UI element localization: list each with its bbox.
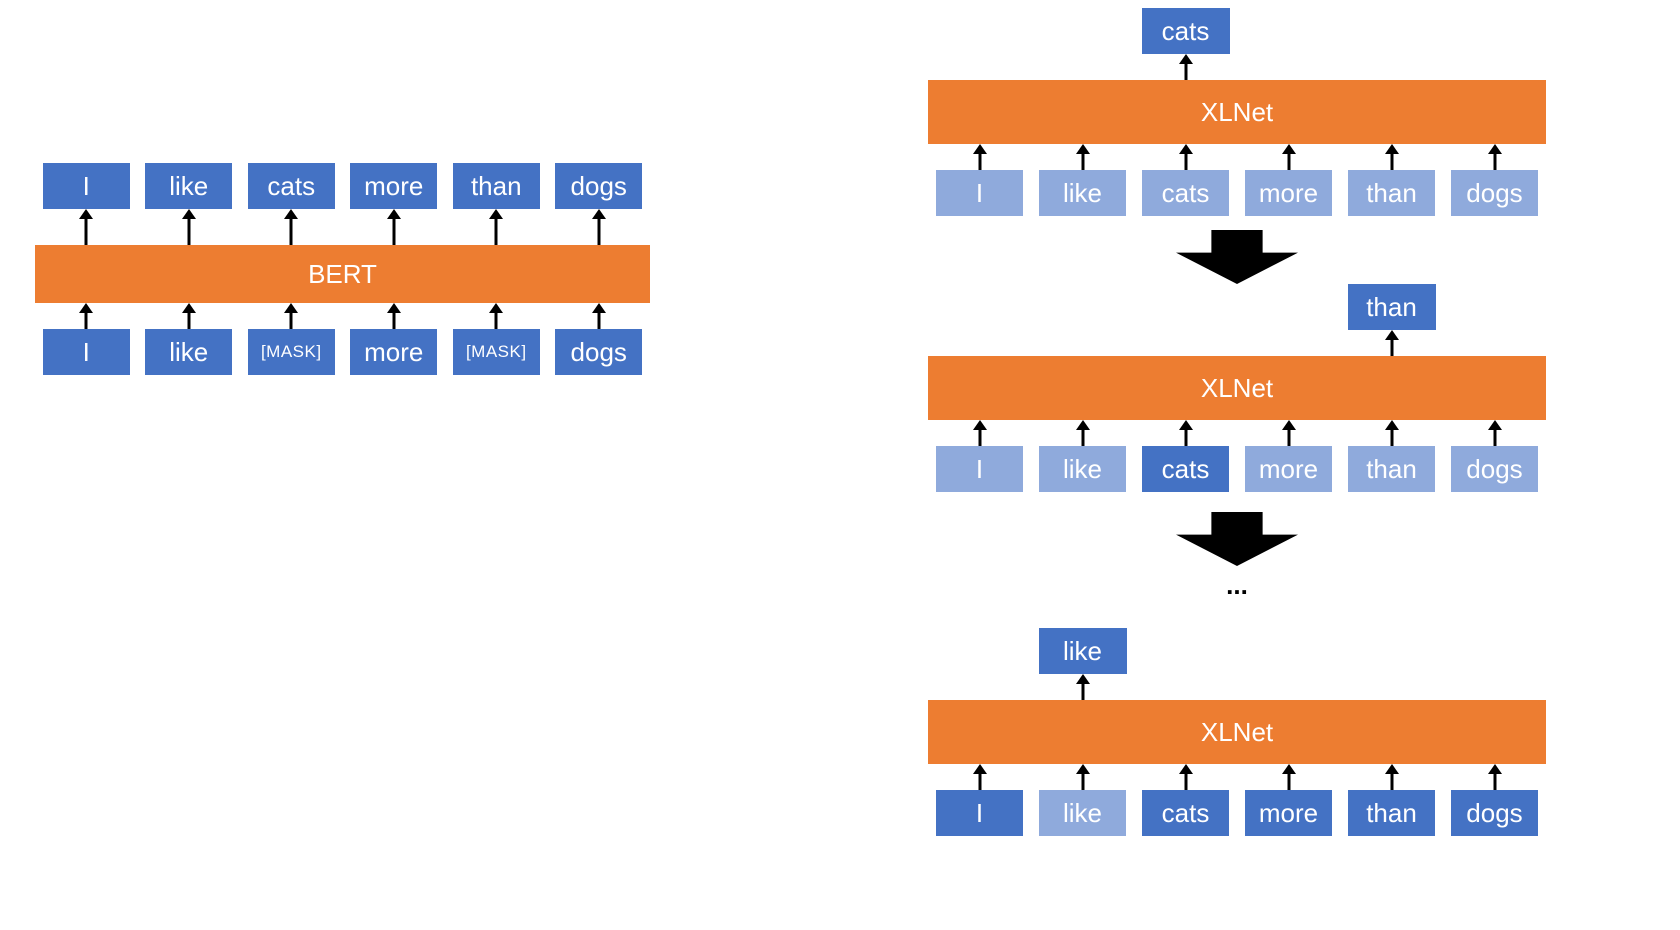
up-arrow-icon <box>78 303 94 329</box>
token-box: like <box>1038 790 1127 836</box>
up-arrow-icon <box>1384 144 1400 170</box>
up-arrow-icon <box>488 303 504 329</box>
token-box: like <box>145 329 233 375</box>
xlnet-stage-2: than XLNet I like cats more than dogs <box>928 284 1546 492</box>
token-box: I <box>935 170 1024 216</box>
token-box: cats <box>1141 170 1230 216</box>
token-box: I <box>935 446 1024 492</box>
xlnet-stage-3: like XLNet I like cats more than dogs <box>928 628 1546 836</box>
token-box: dogs <box>555 163 643 209</box>
up-arrow-icon <box>386 209 402 245</box>
xlnet-stage-3-arrows <box>928 764 1546 790</box>
token-box: I <box>42 329 130 375</box>
predicted-token-box: cats <box>1141 8 1230 54</box>
token-box: than <box>452 163 540 209</box>
token-box: like <box>1038 446 1127 492</box>
token-box: dogs <box>555 329 643 375</box>
xlnet-model-bar: XLNet <box>928 700 1546 764</box>
xlnet-stage-1-arrows <box>928 144 1546 170</box>
token-box: more <box>350 329 438 375</box>
up-arrow-icon <box>386 303 402 329</box>
xlnet-stage-2-inputs: I like cats more than dogs <box>928 446 1546 492</box>
token-box: dogs <box>1450 790 1539 836</box>
up-arrow-icon <box>1487 764 1503 790</box>
up-arrow-icon <box>1281 764 1297 790</box>
predicted-token-box: than <box>1347 284 1436 330</box>
up-arrow-icon <box>1281 144 1297 170</box>
token-box: more <box>1244 170 1333 216</box>
xlnet-stage-2-arrows <box>928 420 1546 446</box>
up-arrow-icon <box>78 209 94 245</box>
xlnet-stage-2-output: than <box>928 284 1546 356</box>
up-arrow-icon <box>283 209 299 245</box>
predicted-token-cell: like <box>1038 628 1127 700</box>
up-arrow-icon <box>1178 420 1194 446</box>
up-arrow-icon <box>972 764 988 790</box>
down-arrow-icon <box>1176 512 1298 566</box>
mask-token-box: [MASK] <box>452 329 540 375</box>
ellipsis-label: ... <box>1226 570 1248 600</box>
token-box: I <box>42 163 130 209</box>
xlnet-stage-1-output: cats <box>928 8 1546 80</box>
token-box: I <box>935 790 1024 836</box>
stage-transition <box>928 230 1546 284</box>
up-arrow-icon <box>1384 330 1400 356</box>
token-box: like <box>1038 170 1127 216</box>
up-arrow-icon <box>1178 144 1194 170</box>
up-arrow-icon <box>1075 420 1091 446</box>
xlnet-stage-3-output: like <box>928 628 1546 700</box>
predicted-token-box: like <box>1038 628 1127 674</box>
stage-transition <box>928 512 1546 566</box>
down-arrow-icon <box>1176 230 1298 284</box>
up-arrow-icon <box>181 303 197 329</box>
up-arrow-icon <box>972 144 988 170</box>
token-box: like <box>145 163 233 209</box>
predicted-token-cell: than <box>1347 284 1436 356</box>
up-arrow-icon <box>1178 54 1194 80</box>
up-arrow-icon <box>1075 144 1091 170</box>
up-arrow-icon <box>1178 764 1194 790</box>
up-arrow-icon <box>1075 764 1091 790</box>
token-box: more <box>1244 446 1333 492</box>
predicted-token-cell: cats <box>1141 8 1230 80</box>
bert-diagram: I like cats more than dogs BERT I li <box>35 163 650 375</box>
xlnet-stage-3-inputs: I like cats more than dogs <box>928 790 1546 836</box>
up-arrow-icon <box>181 209 197 245</box>
token-box: cats <box>1141 446 1230 492</box>
token-box: than <box>1347 446 1436 492</box>
token-box: more <box>1244 790 1333 836</box>
up-arrow-icon <box>1281 420 1297 446</box>
bert-input-row: I like [MASK] more [MASK] dogs <box>35 329 650 375</box>
up-arrow-icon <box>283 303 299 329</box>
token-box: than <box>1347 170 1436 216</box>
up-arrow-icon <box>972 420 988 446</box>
up-arrow-icon <box>1487 420 1503 446</box>
bert-input-arrows <box>35 303 650 329</box>
xlnet-stage-1-inputs: I like cats more than dogs <box>928 170 1546 216</box>
up-arrow-icon <box>1075 674 1091 700</box>
token-box: more <box>350 163 438 209</box>
xlnet-model-bar: XLNet <box>928 356 1546 420</box>
up-arrow-icon <box>1487 144 1503 170</box>
up-arrow-icon <box>1384 764 1400 790</box>
xlnet-stage-1: cats XLNet I like cats more than dogs <box>928 8 1546 216</box>
token-box: cats <box>247 163 335 209</box>
bert-model-bar: BERT <box>35 245 650 303</box>
token-box: than <box>1347 790 1436 836</box>
up-arrow-icon <box>591 303 607 329</box>
bert-output-row: I like cats more than dogs <box>35 163 650 209</box>
mask-token-box: [MASK] <box>247 329 335 375</box>
token-box: dogs <box>1450 170 1539 216</box>
xlnet-model-bar: XLNet <box>928 80 1546 144</box>
up-arrow-icon <box>591 209 607 245</box>
token-box: cats <box>1141 790 1230 836</box>
xlnet-diagram: cats XLNet I like cats more than dogs <box>928 8 1546 836</box>
up-arrow-icon <box>488 209 504 245</box>
bert-output-arrows <box>35 209 650 245</box>
token-box: dogs <box>1450 446 1539 492</box>
up-arrow-icon <box>1384 420 1400 446</box>
